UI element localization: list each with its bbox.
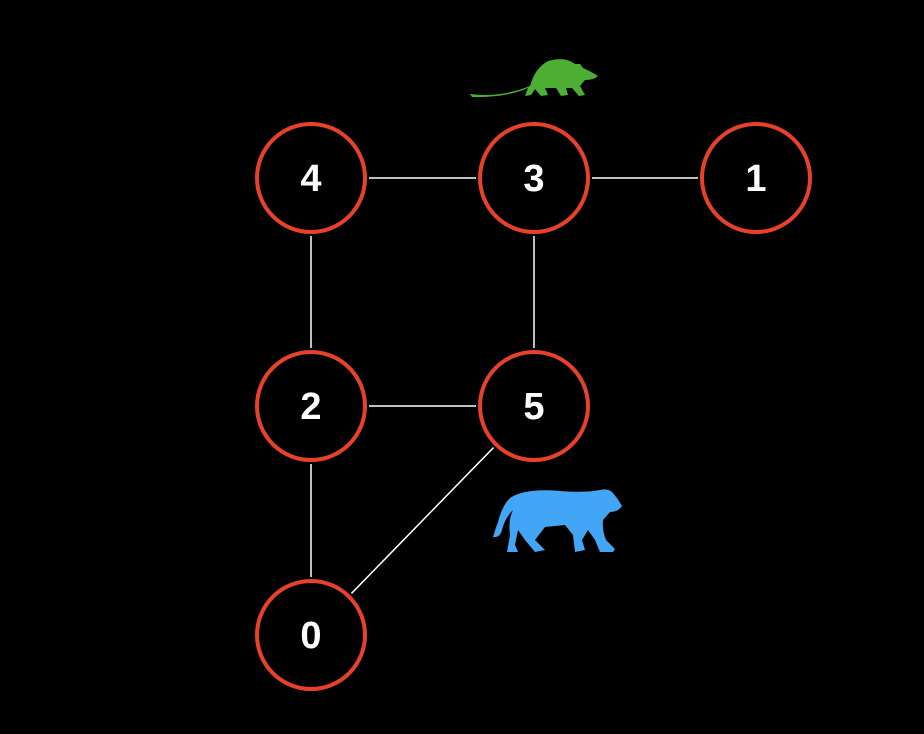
node-label: 5 — [523, 386, 544, 428]
node-circle — [700, 122, 812, 234]
node-circle — [478, 350, 590, 462]
node-circle — [255, 122, 367, 234]
node-4: 4 — [255, 122, 367, 234]
node-label: 2 — [300, 386, 321, 428]
node-0: 0 — [255, 579, 367, 691]
node-3: 3 — [478, 122, 590, 234]
edges — [310, 177, 698, 594]
node-2: 2 — [255, 350, 367, 462]
mouse-icon — [470, 59, 598, 98]
cat-icon — [493, 489, 622, 552]
node-1: 1 — [700, 122, 812, 234]
node-label: 1 — [745, 158, 766, 200]
node-label: 3 — [523, 158, 544, 200]
node-5: 5 — [478, 350, 590, 462]
nodes: 4 3 1 2 5 0 — [255, 122, 812, 691]
node-circle — [255, 350, 367, 462]
node-label: 4 — [300, 158, 321, 200]
edge-5-0 — [350, 447, 495, 594]
node-circle — [255, 579, 367, 691]
node-circle — [478, 122, 590, 234]
node-label: 0 — [300, 615, 321, 657]
